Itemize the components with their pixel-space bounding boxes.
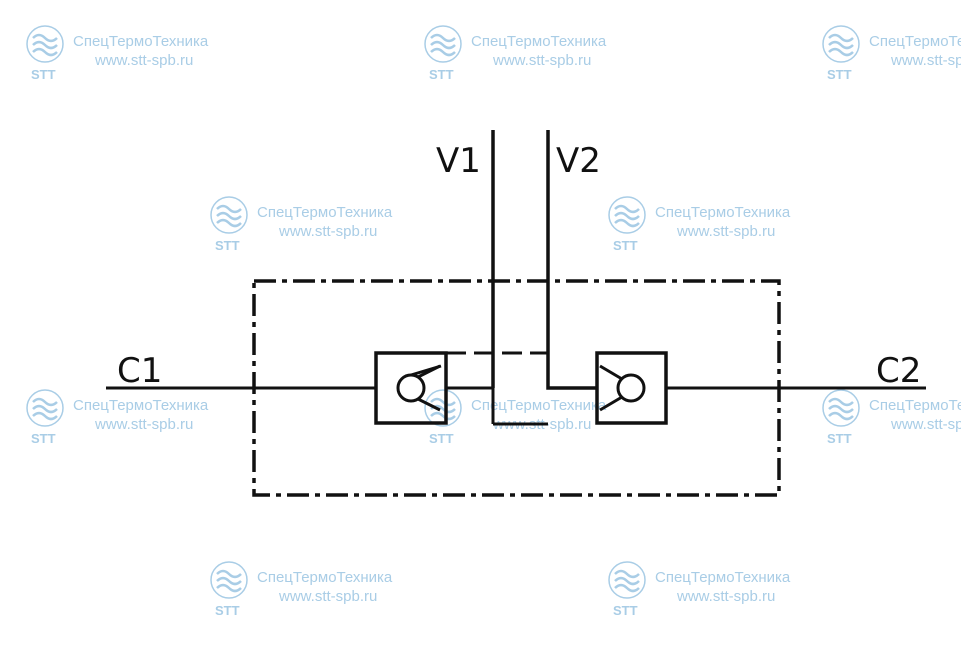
watermark: STT СпецТермоТехника www.stt-spb.ru xyxy=(822,25,961,82)
watermark-company: СпецТермоТехника xyxy=(869,33,961,50)
stt-logo-icon xyxy=(26,389,64,427)
watermark: STT СпецТермоТехника www.stt-spb.ru xyxy=(210,196,393,253)
watermark-logo-text: STT xyxy=(215,603,240,618)
watermark-url: www.stt-spb.ru xyxy=(278,588,377,605)
watermark-company: СпецТермоТехника xyxy=(471,397,607,414)
watermark: STT СпецТермоТехника www.stt-spb.ru xyxy=(26,25,209,82)
watermark-company: СпецТермоТехника xyxy=(471,33,607,50)
stt-logo-icon xyxy=(424,389,462,427)
watermark: STT СпецТермоТехника www.stt-spb.ru xyxy=(26,389,209,446)
watermark-company: СпецТермоТехника xyxy=(869,397,961,414)
watermark: STT СпецТермоТехника www.stt-spb.ru xyxy=(608,561,791,618)
stt-logo-icon xyxy=(210,561,248,599)
watermark-logo-text: STT xyxy=(31,67,56,82)
label-v1: V1 xyxy=(436,141,481,181)
watermark-url: www.stt-spb.ru xyxy=(492,52,591,69)
watermark-logo-text: STT xyxy=(429,431,454,446)
stt-logo-icon xyxy=(608,196,646,234)
stt-logo-icon xyxy=(210,196,248,234)
label-v2: V2 xyxy=(556,141,601,181)
stt-logo-icon xyxy=(822,25,860,63)
stt-logo-icon xyxy=(424,25,462,63)
watermark-url: www.stt-spb.ru xyxy=(890,52,961,69)
watermark-company: СпецТермоТехника xyxy=(655,569,791,586)
watermark: STT СпецТермоТехника www.stt-spb.ru xyxy=(608,196,791,253)
watermark-company: СпецТермоТехника xyxy=(73,33,209,50)
watermark-url: www.stt-spb.ru xyxy=(94,416,193,433)
watermark-url: www.stt-spb.ru xyxy=(676,588,775,605)
label-c1: C1 xyxy=(117,351,162,391)
watermark-company: СпецТермоТехника xyxy=(257,569,393,586)
stt-logo-icon xyxy=(26,25,64,63)
watermark: STT СпецТермоТехника www.stt-spb.ru xyxy=(210,561,393,618)
check-valve-c1 xyxy=(374,351,448,425)
stt-logo-icon xyxy=(822,389,860,427)
watermark-logo-text: STT xyxy=(827,431,852,446)
watermark-company: СпецТермоТехника xyxy=(73,397,209,414)
watermark-logo-text: STT xyxy=(613,238,638,253)
watermark-logo-text: STT xyxy=(31,431,56,446)
line-v2 xyxy=(546,130,597,390)
watermark-company: СпецТермоТехника xyxy=(257,204,393,221)
watermark: STT СпецТермоТехника www.stt-spb.ru xyxy=(822,389,961,446)
watermark-url: www.stt-spb.ru xyxy=(278,223,377,240)
watermark-url: www.stt-spb.ru xyxy=(890,416,961,433)
label-c2: C2 xyxy=(876,351,921,391)
watermark-layer: STT СпецТермоТехника www.stt-spb.ru STT … xyxy=(26,25,961,618)
watermark-logo-text: STT xyxy=(429,67,454,82)
watermark: STT СпецТермоТехника www.stt-spb.ru xyxy=(424,389,607,446)
watermark-logo-text: STT xyxy=(827,67,852,82)
check-valve-c2 xyxy=(595,351,668,425)
watermark: STT СпецТермоТехника www.stt-spb.ru xyxy=(424,25,607,82)
watermark-url: www.stt-spb.ru xyxy=(676,223,775,240)
watermark-logo-text: STT xyxy=(215,238,240,253)
watermark-logo-text: STT xyxy=(613,603,638,618)
watermark-url: www.stt-spb.ru xyxy=(94,52,193,69)
stt-logo-icon xyxy=(608,561,646,599)
watermark-company: СпецТермоТехника xyxy=(655,204,791,221)
